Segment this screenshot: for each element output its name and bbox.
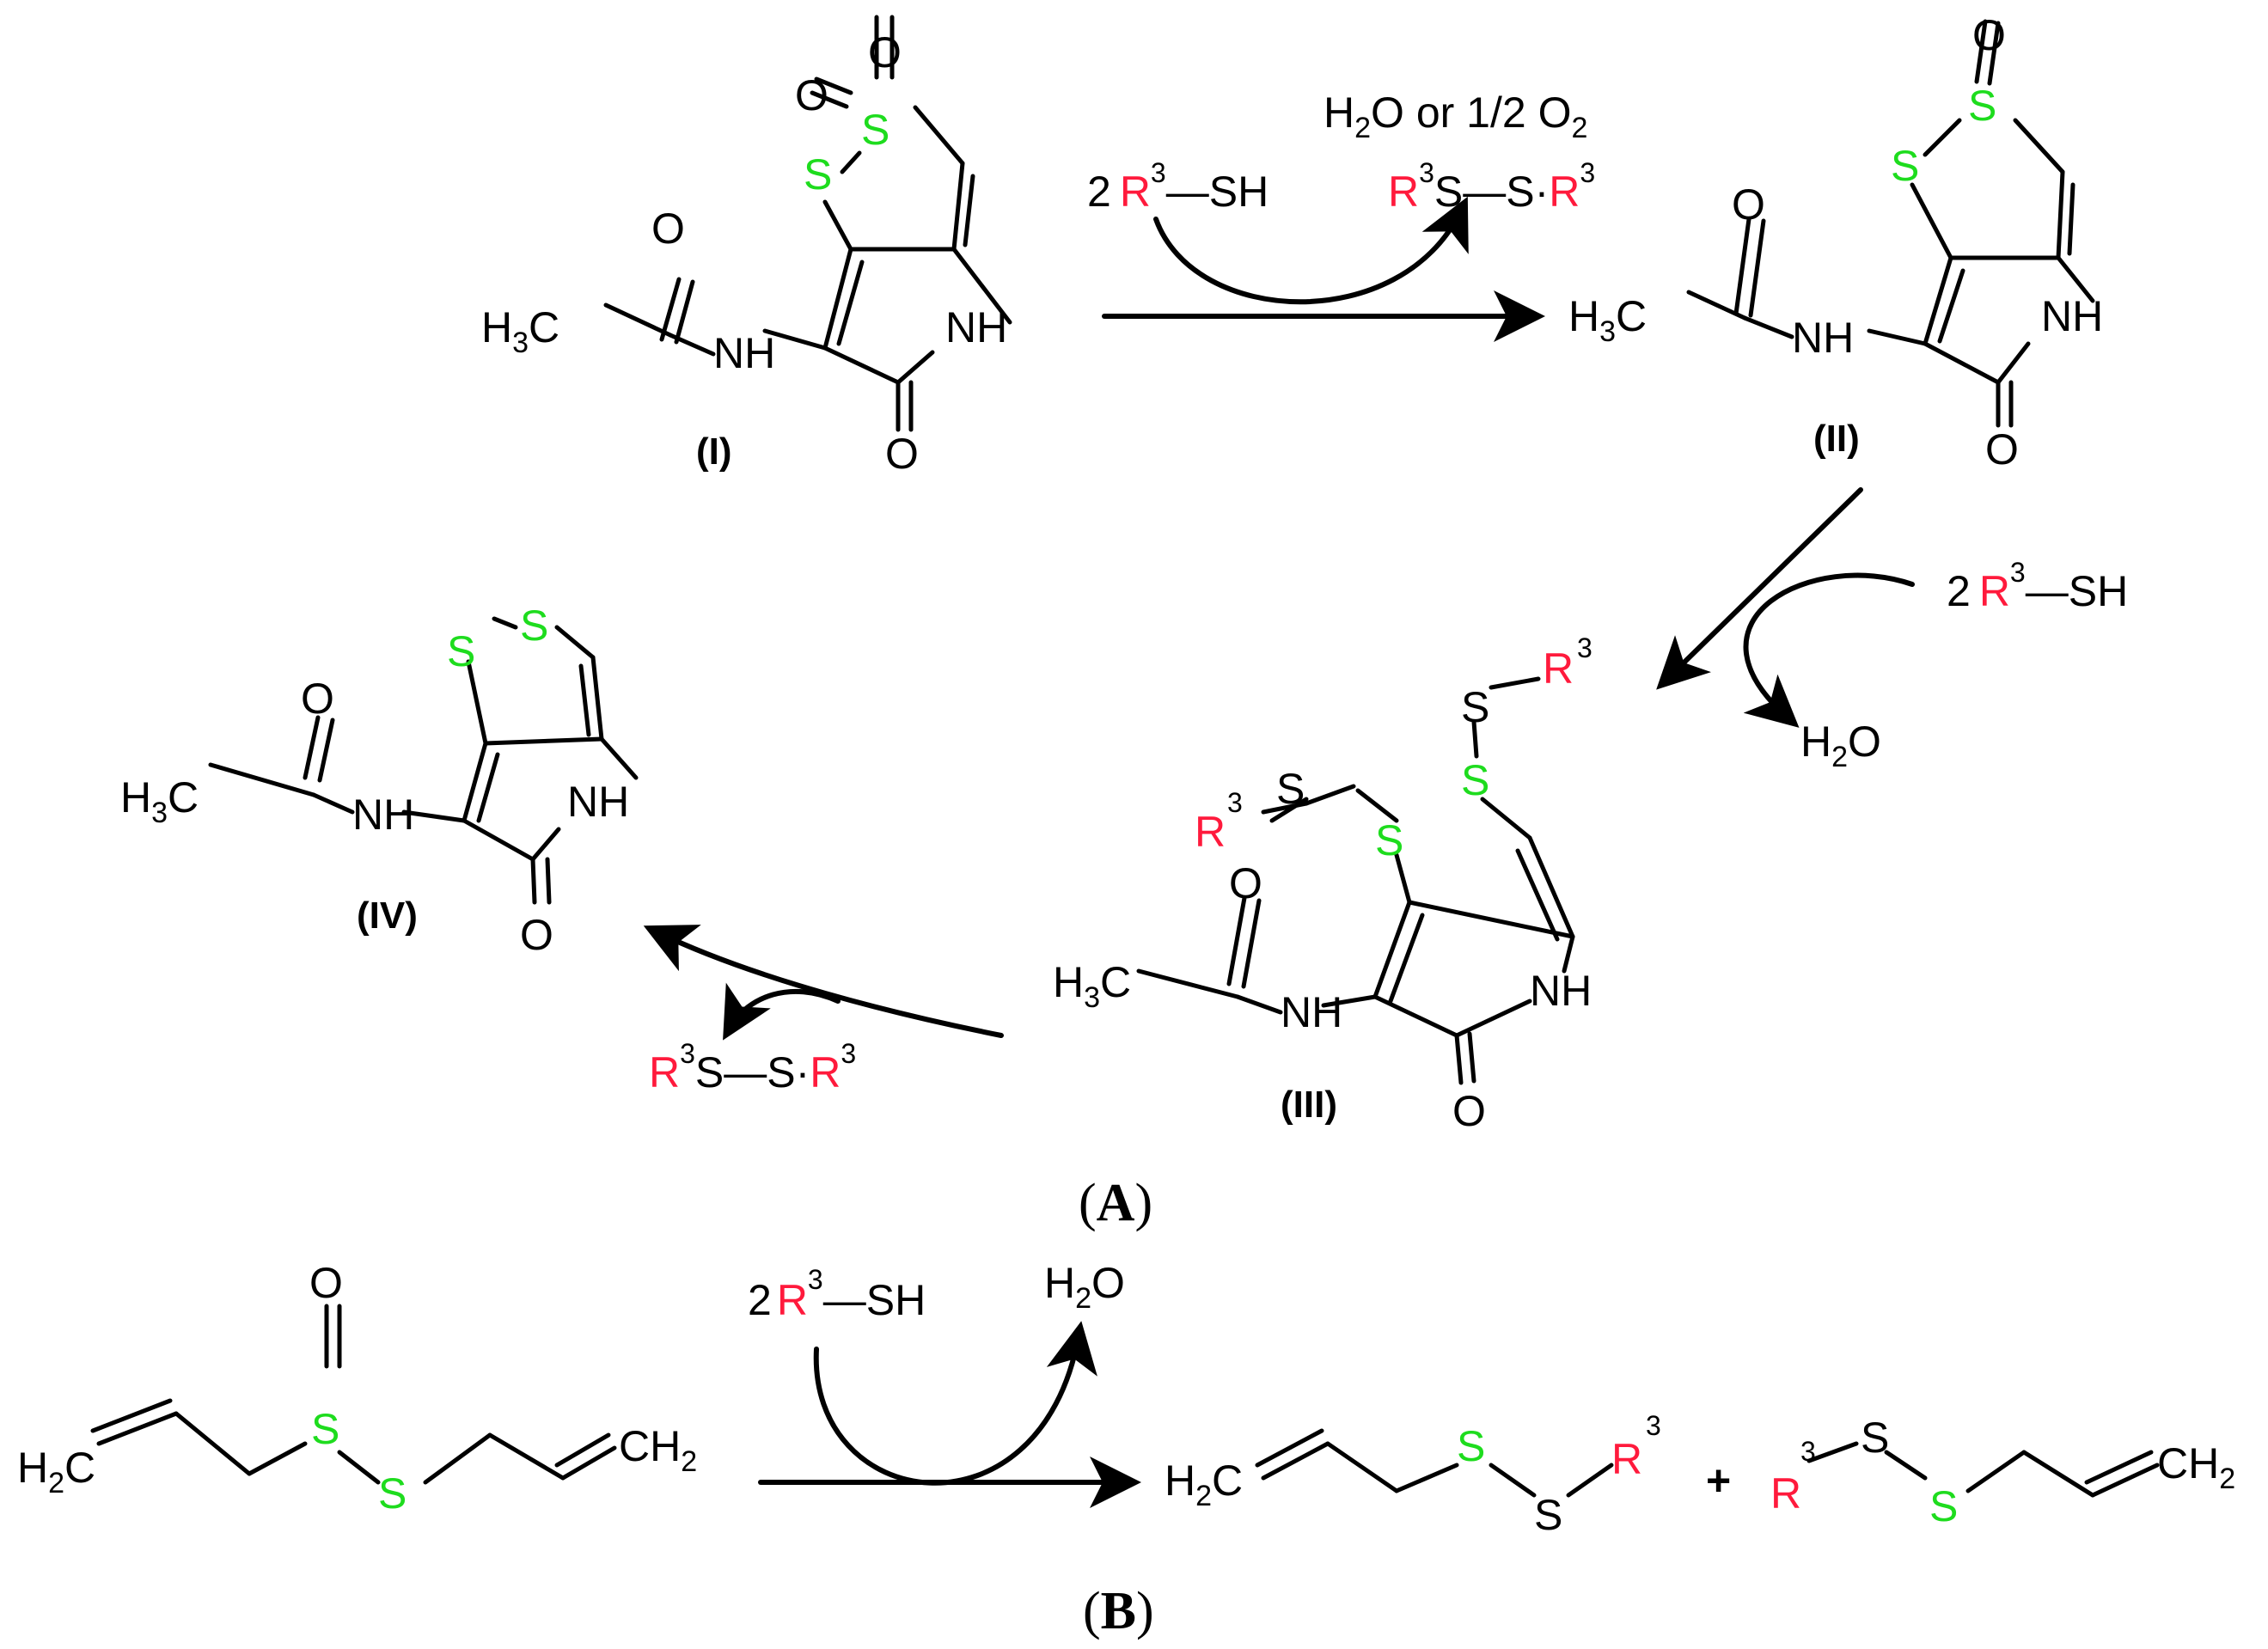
label-I: (I) bbox=[696, 431, 732, 473]
methyl: H3C bbox=[1568, 292, 1647, 348]
terminal-CH2: CH2 bbox=[2157, 1439, 2235, 1495]
atom-O: O bbox=[520, 911, 553, 959]
atom-S: S bbox=[1929, 1482, 1958, 1530]
atom-S: S bbox=[1461, 756, 1489, 804]
byproduct-water-oxygen: H2O or 1/2 O2 bbox=[1324, 89, 1587, 144]
r-group: R bbox=[1543, 644, 1574, 693]
terminal-CH2: H2C bbox=[1165, 1457, 1243, 1512]
methyl: H3C bbox=[120, 773, 199, 829]
atom-O: O bbox=[1452, 1087, 1486, 1135]
r-superscript: 3 bbox=[1800, 1436, 1816, 1467]
atom-O: O bbox=[1229, 859, 1262, 907]
atom-NH: NH bbox=[2041, 292, 2103, 340]
label-III: (III) bbox=[1281, 1084, 1337, 1126]
atom-NH: NH bbox=[1530, 967, 1592, 1015]
atom-O: O bbox=[1732, 180, 1765, 229]
byproduct-water: H2O bbox=[1044, 1259, 1125, 1315]
atom-S: S bbox=[1276, 765, 1305, 813]
product-allyl-disulfide-1: H2C S S R 3 bbox=[1165, 1410, 1661, 1539]
plus-sign: + bbox=[1706, 1457, 1731, 1505]
atom-S: S bbox=[1457, 1422, 1485, 1470]
panel-label-B: (B) bbox=[1083, 1582, 1154, 1640]
allicin-reactant: O S S H2C CH2 bbox=[17, 1259, 697, 1518]
r-group: R bbox=[1611, 1435, 1642, 1483]
terminal-CH2: CH2 bbox=[619, 1422, 697, 1478]
atom-O: O bbox=[651, 205, 685, 253]
atom-O: O bbox=[795, 71, 828, 119]
byproduct-disulfide: R3S—S·R3 bbox=[1388, 157, 1595, 216]
r-superscript: 3 bbox=[1577, 632, 1592, 663]
atom-S: S bbox=[1891, 142, 1919, 190]
atom-NH: NH bbox=[567, 778, 629, 826]
product-allyl-disulfide-2: R 3 S S CH2 bbox=[1770, 1414, 2235, 1530]
panel-label-A: (A) bbox=[1079, 1174, 1152, 1232]
atom-NH: NH bbox=[1281, 988, 1342, 1036]
atom-S: S bbox=[1534, 1491, 1562, 1539]
methyl: H3C bbox=[1053, 958, 1131, 1014]
atom-S: S bbox=[311, 1405, 339, 1453]
atom-S: S bbox=[1375, 816, 1403, 864]
compound-III: R 3 S S S S R 3 NH O NH O H3C (III) bbox=[1053, 632, 1592, 1135]
r-group: R bbox=[1195, 808, 1226, 856]
atom-S: S bbox=[1861, 1414, 1889, 1462]
atom-NH: NH bbox=[352, 791, 414, 839]
atom-NH: NH bbox=[713, 329, 775, 377]
atom-S: S bbox=[804, 150, 832, 198]
atom-O: O bbox=[885, 430, 919, 478]
atom-S: S bbox=[861, 106, 889, 154]
compound-IV: S S NH O NH O H3C (IV) bbox=[120, 602, 639, 959]
r-superscript: 3 bbox=[1646, 1410, 1661, 1441]
atom-NH: NH bbox=[1792, 314, 1854, 362]
r-superscript: 3 bbox=[1227, 787, 1243, 818]
terminal-CH2: H2C bbox=[17, 1444, 95, 1499]
atom-O: O bbox=[309, 1259, 343, 1307]
atom-S: S bbox=[1461, 683, 1489, 731]
atom-O: O bbox=[1972, 11, 2006, 59]
atom-NH: NH bbox=[945, 303, 1007, 351]
r-group: R bbox=[1770, 1469, 1801, 1518]
label-II: (II) bbox=[1813, 418, 1860, 460]
byproduct-water: H2O bbox=[1800, 718, 1881, 773]
atom-O: O bbox=[1985, 425, 2019, 473]
compound-I: O O S S NH O NH O H3C (I) bbox=[481, 15, 1012, 478]
byproduct-disulfide: R3S—S·R3 bbox=[649, 1038, 856, 1096]
methyl: H3C bbox=[481, 303, 559, 359]
atom-S: S bbox=[1968, 82, 1996, 130]
atom-S: S bbox=[447, 627, 475, 675]
atom-S: S bbox=[378, 1469, 407, 1518]
atom-O: O bbox=[868, 28, 902, 76]
arrow-III-to-IV: R3S—S·R3 bbox=[643, 925, 1004, 1096]
atom-O: O bbox=[301, 675, 334, 723]
compound-II: O S S NH O NH O H3C (II) bbox=[1568, 11, 2103, 473]
atom-S: S bbox=[520, 602, 548, 650]
label-IV: (IV) bbox=[357, 895, 418, 937]
